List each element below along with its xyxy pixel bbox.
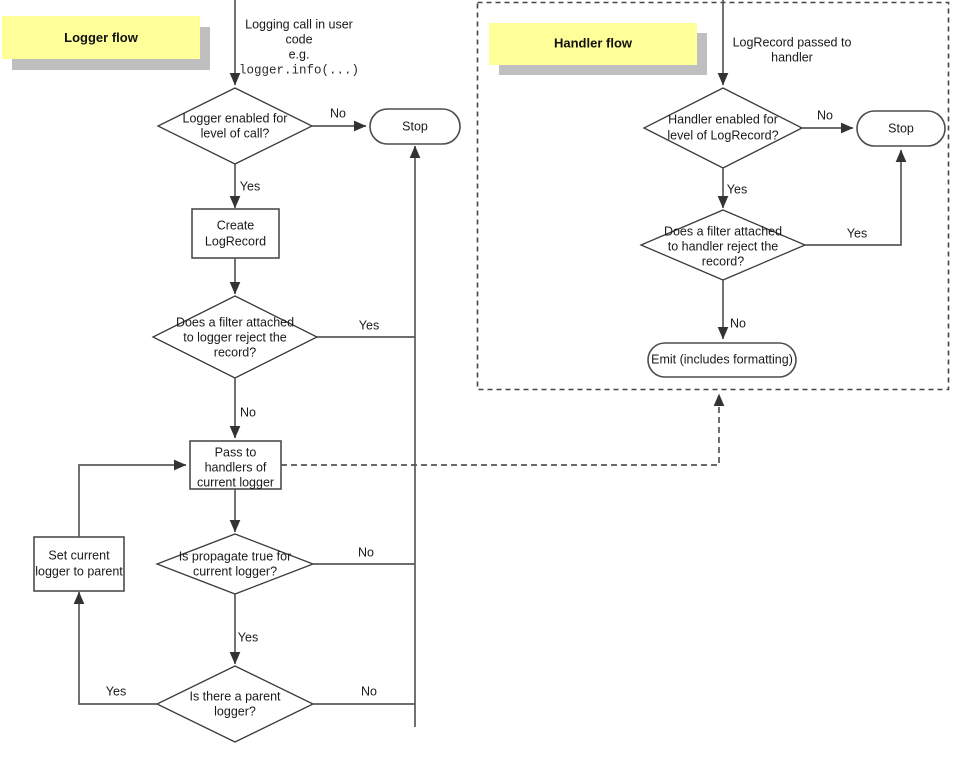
caption-logger-entry-line3: e.g. (289, 47, 310, 61)
edge-label-parent-no: No (361, 684, 377, 698)
parent-logger-decision-line1: Is there a parent (189, 689, 281, 703)
pass-to-handlers-line3: current logger (197, 475, 274, 489)
stop-handler-label: Stop (888, 121, 914, 135)
create-logrecord[interactable]: Create LogRecord (191, 208, 280, 259)
edge-label-handler-enabled-yes: Yes (727, 182, 747, 196)
caption-handler-entry-line2: handler (771, 50, 813, 64)
caption-handler-entry: LogRecord passed to handler (733, 35, 852, 64)
logger-filter-decision[interactable]: Does a filter attached to logger reject … (151, 295, 319, 379)
edge-parent-yes (73, 591, 157, 705)
handler-enabled-decision-line2: level of LogRecord? (667, 128, 778, 142)
propagate-decision-line1: Is propagate true for (179, 549, 292, 563)
handler-flow-group-border (476, 1, 950, 391)
create-logrecord-line1: Create (217, 218, 255, 232)
pass-to-handlers[interactable]: Pass to handlers of current logger (189, 440, 282, 490)
banner-logger-flow-body (2, 16, 200, 59)
create-logrecord-shape (191, 208, 280, 259)
stop-logger-shape (369, 108, 461, 145)
parent-logger-decision[interactable]: Is there a parent logger? (155, 665, 315, 743)
edge-label-handler-filter-no: No (730, 316, 746, 330)
parent-logger-decision-line2: logger? (214, 704, 256, 718)
set-current-logger-to-parent[interactable]: Set current logger to parent (33, 536, 125, 592)
banner-logger-flow: Logger flow (2, 16, 210, 70)
stop-logger-label: Stop (402, 119, 428, 133)
logger-filter-decision-line2: to logger reject the (183, 330, 287, 344)
emit-label: Emit (includes formatting) (651, 352, 793, 366)
stop-handler[interactable]: Stop (856, 110, 946, 147)
set-current-logger-to-parent-line2: logger to parent (35, 564, 123, 578)
handler-filter-decision-line2: to handler reject the (668, 239, 779, 253)
logger-enabled-decision-line2: level of call? (201, 126, 270, 140)
caption-logger-entry-code: logger.info(...) (239, 63, 359, 77)
logger-enabled-decision[interactable]: Logger enabled for level of call? (156, 87, 314, 165)
banner-handler-flow-body (489, 23, 697, 65)
create-logrecord-line2: LogRecord (205, 234, 266, 248)
pass-to-handlers-line1: Pass to (215, 445, 257, 459)
emit-shape (647, 342, 797, 378)
caption-logger-entry-line1: Logging call in user (245, 17, 353, 31)
logger-filter-decision-line3: record? (214, 345, 256, 359)
edge-handlers-to-handler-flow (281, 393, 725, 466)
edge-label-handler-filter-yes: Yes (847, 226, 867, 240)
handler-filter-decision-line3: record? (702, 254, 744, 268)
pass-to-handlers-shape (189, 440, 282, 490)
edge-handler-filter-yes (805, 149, 907, 246)
stop-handler-shape (856, 110, 946, 147)
edge-label-logger-enabled-yes: Yes (240, 179, 260, 193)
emit[interactable]: Emit (includes formatting) (647, 342, 797, 378)
logger-enabled-decision-line1: Logger enabled for (183, 111, 288, 125)
handler-enabled-decision-line1: Handler enabled for (668, 112, 778, 126)
handler-filter-decision-line1: Does a filter attached (664, 224, 782, 238)
edge-label-logger-filter-yes: Yes (359, 318, 379, 332)
caption-logger-entry-line2: code (285, 32, 312, 46)
propagate-decision[interactable]: Is propagate true for current logger? (155, 533, 315, 595)
stop-logger[interactable]: Stop (369, 108, 461, 145)
banner-logger-flow-label: Logger flow (64, 30, 139, 45)
edge-label-logger-filter-no: No (240, 405, 256, 419)
edge-label-logger-enabled-no: No (330, 106, 346, 120)
set-current-logger-to-parent-shape (33, 536, 125, 592)
edge-label-parent-yes: Yes (106, 684, 126, 698)
pass-to-handlers-line2: handlers of (205, 460, 267, 474)
set-current-logger-to-parent-line1: Set current (48, 548, 110, 562)
edge-label-propagate-yes: Yes (238, 630, 258, 644)
logger-filter-decision-line1: Does a filter attached (176, 315, 294, 329)
parent-logger-decision-shape (155, 665, 315, 743)
banner-handler-flow-label: Handler flow (554, 35, 633, 50)
propagate-decision-line2: current logger? (193, 564, 277, 578)
caption-handler-entry-line1: LogRecord passed to (733, 35, 852, 49)
edge-label-propagate-no: No (358, 545, 374, 559)
caption-logger-entry: Logging call in user code e.g. logger.in… (239, 17, 359, 77)
banner-handler-flow: Handler flow (489, 23, 707, 75)
edge-set-parent-to-handlers (78, 459, 187, 537)
edge-label-handler-enabled-no: No (817, 108, 833, 122)
handler-enabled-decision[interactable]: Handler enabled for level of LogRecord? (642, 87, 804, 169)
handler-filter-decision[interactable]: Does a filter attached to handler reject… (639, 209, 807, 281)
